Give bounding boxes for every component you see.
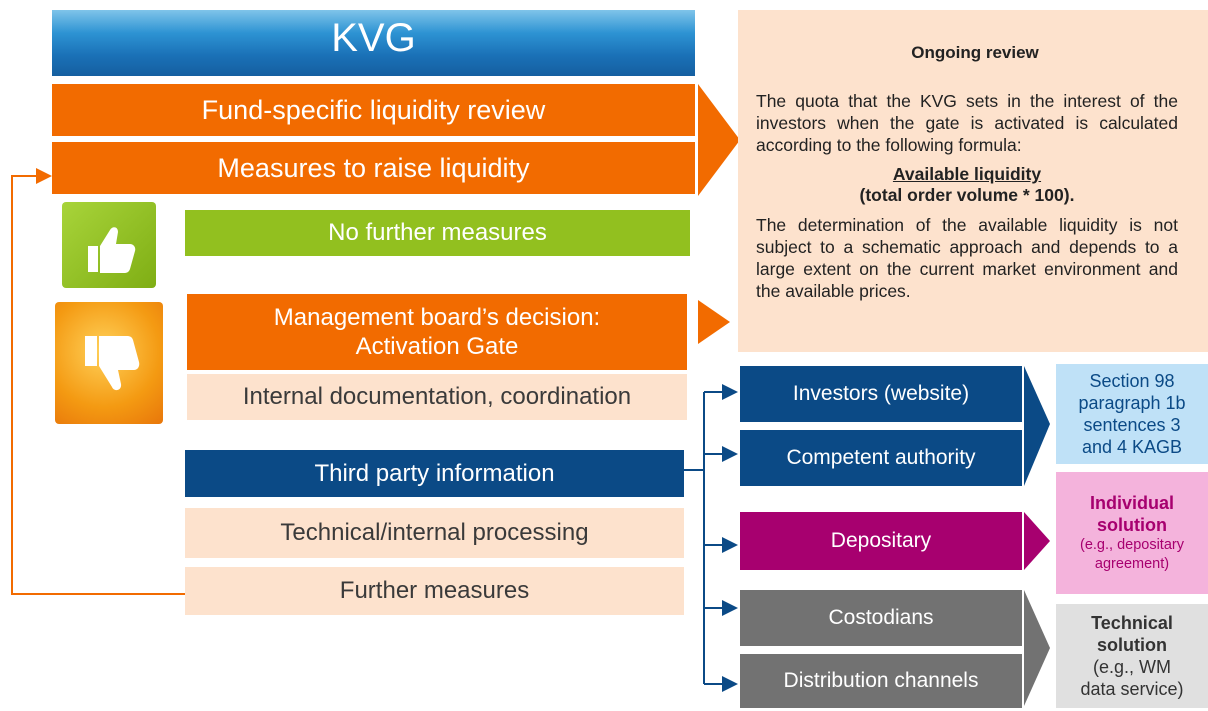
review-paragraph-2: The determination of the available liqui… [756,215,1178,301]
formula-denominator: (total order volume * 100). [859,185,1075,205]
individual-solution-note: (e.g., depositary [1080,537,1184,553]
third-party-information: Third party information [185,450,684,497]
magenta-chevron [1024,512,1050,570]
thumbs-up-icon [62,202,156,288]
navy-chevron [1024,366,1050,486]
technical-solution-box: Technical solution (e.g., WM data servic… [1056,604,1208,708]
technical-solution-title: Technical [1091,613,1173,633]
orange-chevron-small [698,300,730,344]
individual-solution-title: solution [1097,515,1167,535]
liquidity-formula: Available liquidity (total order volume … [756,164,1178,206]
activation-gate-decision: Management board’s decision: Activation … [187,294,687,370]
technical-solution-title: solution [1097,635,1167,655]
thumbs-down-icon [55,302,163,424]
individual-solution-title: Individual [1089,493,1174,513]
grey-chevron [1024,590,1050,706]
legal-basis-line: Section 98 [1089,371,1175,391]
kvg-header: KVG [52,10,695,76]
ongoing-review-panel: Ongoing review The quota that the KVG se… [738,10,1208,352]
no-further-measures: No further measures [185,210,690,256]
internal-documentation-step: Internal documentation, coordination [187,374,687,420]
review-title: Ongoing review [911,43,1039,62]
recipient-competent-authority: Competent authority [740,430,1022,486]
raise-liquidity-step: Measures to raise liquidity [52,142,695,194]
recipient-investors: Investors (website) [740,366,1022,422]
recipient-depositary: Depositary [740,512,1022,570]
legal-basis-line: and 4 KAGB [1081,437,1183,457]
legal-basis-line: paragraph 1b [1078,393,1186,413]
legal-basis-box: Section 98 paragraph 1b sentences 3 and … [1056,364,1208,464]
fund-review-step: Fund-specific liquidity review [52,84,695,136]
technical-solution-note: (e.g., WM [1092,657,1171,677]
formula-numerator: Available liquidity [892,164,1042,184]
review-paragraph-1: The quota that the KVG sets in the inter… [756,91,1178,155]
decision-line-1: Management board’s decision: [273,304,601,331]
individual-solution-note: agreement) [1094,556,1170,572]
individual-solution-box: Individual solution (e.g., depositary ag… [1056,472,1208,594]
technical-processing-step: Technical/internal processing [185,508,684,558]
technical-solution-note: data service) [1080,679,1184,699]
further-measures-step: Further measures [185,567,684,615]
recipient-distribution-channels: Distribution channels [740,654,1022,708]
orange-chevron-large [698,84,740,196]
decision-line-2: Activation Gate [355,333,519,360]
recipient-custodians: Costodians [740,590,1022,646]
legal-basis-line: sentences 3 [1083,415,1181,435]
